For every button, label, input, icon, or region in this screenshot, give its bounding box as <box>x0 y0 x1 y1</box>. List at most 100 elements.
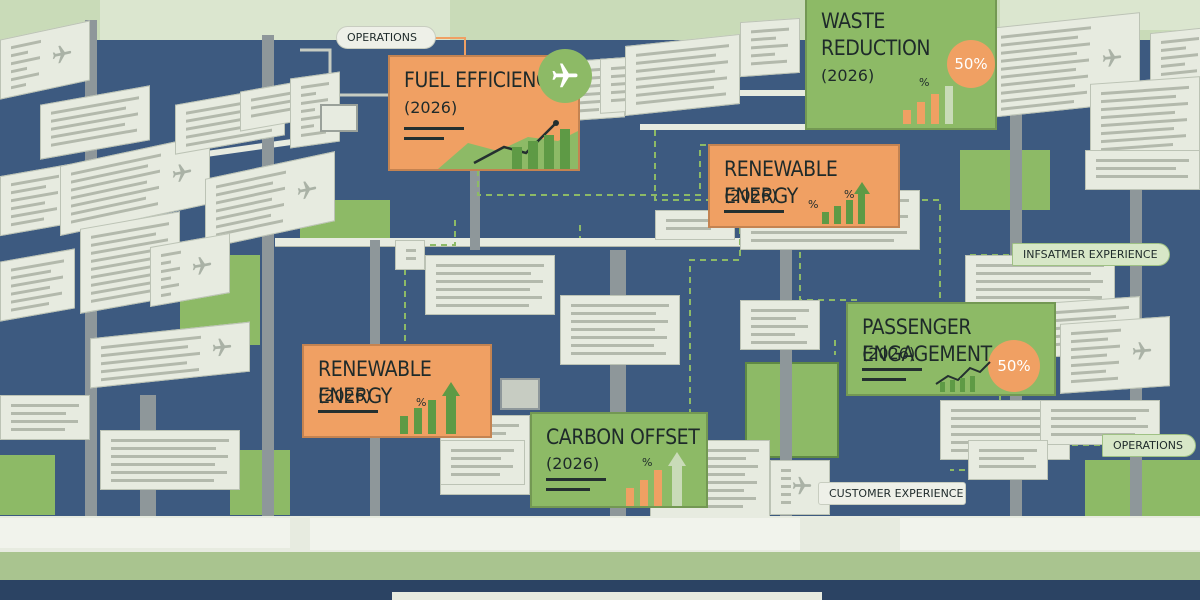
text-line <box>1051 433 1135 436</box>
text-line <box>1051 417 1136 420</box>
text-line <box>11 72 39 82</box>
text-line <box>1161 62 1185 68</box>
card-underline <box>862 368 922 371</box>
text-line <box>111 463 215 466</box>
text-sheet <box>1060 316 1170 394</box>
renewable-energy-card-bottom: RENEWABLE ENERGY (2026) % <box>302 344 492 438</box>
text-line <box>1101 85 1189 96</box>
text-line <box>781 501 791 504</box>
text-line <box>781 485 791 488</box>
text-line <box>1101 118 1187 128</box>
airplane-icon <box>189 253 215 284</box>
text-line <box>301 82 329 89</box>
card-underline <box>724 210 784 213</box>
text-line <box>781 477 791 480</box>
card-year: (2026) <box>404 98 458 117</box>
text-line <box>751 317 796 320</box>
operations-tag-top: OPERATIONS <box>336 26 436 49</box>
airplane-icon <box>209 335 235 364</box>
text-line <box>661 481 757 484</box>
text-line <box>11 174 59 187</box>
text-line <box>751 333 795 336</box>
text-line <box>661 497 756 500</box>
text-line <box>111 479 214 482</box>
text-line <box>979 457 1024 460</box>
text-sheet <box>740 17 800 78</box>
percent-sign: % <box>808 198 819 211</box>
text-line <box>1071 344 1120 352</box>
text-line <box>301 108 315 113</box>
text-line <box>571 328 655 331</box>
text-line <box>781 469 791 472</box>
text-line <box>111 447 216 450</box>
text-line <box>1071 328 1121 336</box>
beam <box>640 124 940 130</box>
text-line <box>11 56 40 66</box>
text-line <box>436 288 530 291</box>
card-year: (2026) <box>821 66 875 85</box>
text-line <box>976 272 1091 275</box>
beam <box>275 238 915 247</box>
card-year: (2026) <box>546 454 600 473</box>
waste-reduction-card: WASTE REDUCTION (2026) 50% % <box>805 0 997 130</box>
text-line <box>436 280 543 283</box>
text-line <box>11 412 66 415</box>
text-line <box>1101 110 1175 120</box>
text-line <box>571 352 666 355</box>
text-sheet <box>90 321 250 389</box>
text-sheet <box>625 33 740 117</box>
text-line <box>161 276 171 282</box>
airplane-icon <box>294 176 320 208</box>
text-line <box>451 449 514 452</box>
carbon-offset-card: CARBON OFFSET (2026) % <box>530 412 708 508</box>
floor-slab-shadow <box>310 518 800 550</box>
small-box <box>500 378 540 410</box>
text-line <box>976 296 1102 299</box>
mini-bar-chart <box>626 452 686 506</box>
customer-experience-tag-garbled: INFSATMER EXPERIENCE <box>1012 243 1170 266</box>
text-line <box>1096 175 1188 178</box>
text-line <box>751 27 789 34</box>
text-line <box>301 91 316 97</box>
text-line <box>1001 100 1074 111</box>
text-line <box>661 449 759 452</box>
text-line <box>1101 101 1188 112</box>
mini-bar-chart <box>903 86 953 124</box>
text-line <box>571 304 669 307</box>
card-year: (2026) <box>318 386 372 405</box>
floor-slab-shadow <box>0 518 290 548</box>
text-line <box>436 296 542 299</box>
green-block <box>0 455 55 515</box>
text-line <box>11 39 41 50</box>
text-line <box>161 250 181 258</box>
fuel-efficiency-card: FUEL EFFICIENCY (2026) <box>388 49 592 171</box>
text-sheet <box>205 151 335 249</box>
airplane-icon <box>49 41 75 73</box>
airplane-icon <box>1129 339 1155 367</box>
card-year: (2026) <box>724 186 778 205</box>
text-line <box>11 50 28 58</box>
card-underline <box>404 137 444 140</box>
text-line <box>1161 37 1199 44</box>
text-line <box>751 231 907 234</box>
text-line <box>11 217 44 227</box>
card-title: RENEWABLE ENERGY <box>724 157 838 208</box>
text-line <box>751 239 894 242</box>
text-line <box>111 471 227 474</box>
text-line <box>451 465 513 468</box>
card-year: (2026) <box>862 344 916 363</box>
text-line <box>571 312 656 315</box>
text-line <box>1071 376 1118 384</box>
text-line <box>406 249 416 252</box>
pole <box>470 100 480 250</box>
text-line <box>161 292 171 298</box>
text-line <box>1051 409 1149 412</box>
text-line <box>1096 167 1176 170</box>
mini-line-chart <box>935 361 991 392</box>
text-line <box>751 43 788 50</box>
text-line <box>1101 94 1176 104</box>
percent-sign: % <box>919 76 930 89</box>
text-line <box>111 455 228 458</box>
text-line <box>11 259 64 272</box>
